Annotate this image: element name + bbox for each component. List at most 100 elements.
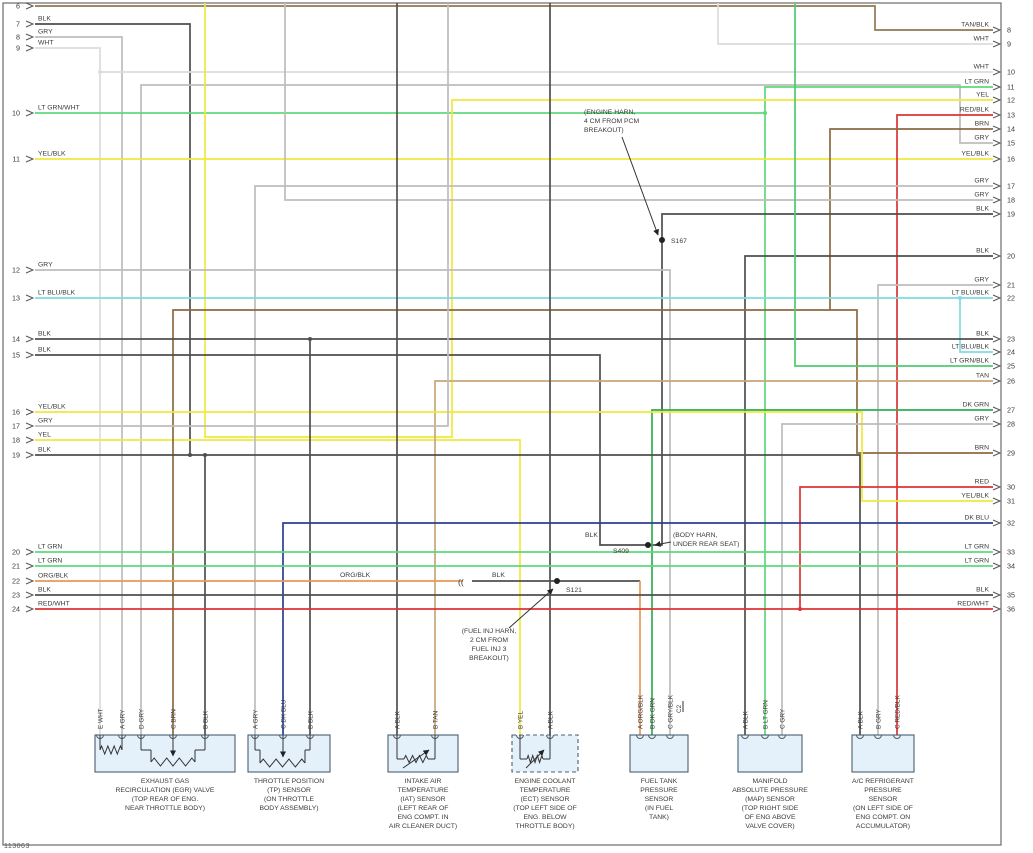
left-pin-number-18: 18: [12, 436, 20, 445]
right-pin-connector-icon: [992, 605, 1002, 613]
left-pin-number-16: 16: [12, 408, 20, 417]
left-pin-connector-icon: [25, 562, 35, 570]
sensor-pin-label: C GRY/BLK: [668, 694, 675, 729]
left-pin-connector-icon: [25, 577, 35, 585]
sensor-box-fuel-tank-pressure-sensor: [629, 734, 689, 773]
sensor-box-ect-sensor: [511, 734, 579, 773]
sensor-pin-label: B GRY: [876, 708, 883, 729]
right-pin-connector-icon: [992, 420, 1002, 428]
splice-S121: [554, 578, 560, 584]
left-pin-number-21: 21: [12, 562, 20, 571]
right-pin-connector-icon: [992, 96, 1002, 104]
wire-12-red: [896, 114, 993, 735]
splice-label-S121: S121: [566, 587, 582, 594]
sensor-caption-iat-sensor-2: (IAT) SENSOR: [400, 796, 445, 803]
resistor-symbol: [99, 744, 123, 756]
wire-6-gry: [140, 84, 993, 735]
right-pin-number-9: 9: [1007, 40, 1011, 49]
left-pin-connector-icon: [25, 436, 35, 444]
sensor-caption-map-sensor-1: ABSOLUTE PRESSURE: [732, 787, 808, 794]
left-pin-number-10: 10: [12, 109, 20, 118]
note-2-line-3: BREAKOUT): [469, 655, 509, 662]
wire-19-gry: [877, 284, 993, 735]
sensor-caption-tp-sensor-1: (TP) SENSOR: [267, 787, 311, 794]
wire-37-dkblu: [282, 522, 993, 735]
right-pin-number-16: 16: [1007, 155, 1015, 164]
sensor-caption-egr-valve-3: NEAR THROTTLE BODY): [125, 805, 205, 812]
sensor-box-tp-sensor: [247, 734, 331, 773]
right-pin-connector-icon: [992, 83, 1002, 91]
wire-color-label-2: BLK: [585, 532, 598, 539]
right-pin-connector-icon: [992, 111, 1002, 119]
sensor-pin-label: C RED/BLK: [895, 695, 902, 729]
sensor-pin-label: B LT GRN: [763, 700, 770, 729]
wire-29-gry: [781, 423, 993, 735]
right-pin-label-28: GRY: [974, 416, 989, 423]
right-pin-connector-icon: [992, 210, 1002, 218]
left-pin-label-12: GRY: [38, 262, 53, 269]
right-pin-number-30: 30: [1007, 483, 1015, 492]
right-pin-number-34: 34: [1007, 562, 1015, 571]
wire-junction: [763, 111, 767, 115]
sensor-pin-label: A BLK: [858, 710, 865, 729]
splice-label-S409: S409: [613, 548, 629, 555]
pin-cup-icon: [874, 734, 882, 739]
right-pin-number-19: 19: [1007, 210, 1015, 219]
left-pin-label-18: YEL: [38, 432, 51, 439]
harness-break-icon: ((: [458, 577, 464, 587]
wire-27-dkgrn: [651, 409, 993, 735]
right-pin-label-23: BLK: [976, 331, 989, 338]
sensor-caption-egr-valve-2: (TOP REAR OF ENG.: [132, 796, 199, 803]
right-pin-label-8: TAN/BLK: [961, 22, 989, 29]
right-pin-label-10: WHT: [974, 64, 989, 71]
wire-15-gry: [284, 3, 993, 201]
sensor-caption-map-sensor-0: MANIFOLD: [752, 778, 787, 785]
sensor-caption-iat-sensor-5: AIR CLEANER DUCT): [389, 823, 457, 830]
sensor-box-ac-refrigerant-pressure-sensor: [851, 734, 915, 773]
sensor-caption-fuel-tank-pressure-sensor-1: PRESSURE: [640, 787, 678, 794]
sensor-caption-tp-sensor-2: (ON THROTTLE: [264, 796, 315, 803]
right-pin-connector-icon: [992, 139, 1002, 147]
pin-cup-icon: [648, 734, 656, 739]
wire-24-blk: [35, 354, 646, 546]
wire-junction: [798, 607, 802, 611]
pin-cup-icon: [761, 734, 769, 739]
right-pin-label-34: LT GRN: [965, 558, 989, 565]
left-pin-number-11: 11: [13, 155, 20, 164]
right-pin-connector-icon: [992, 449, 1002, 457]
sensor-caption-ac-refrigerant-pressure-sensor-0: A/C REFRIGERANT: [852, 778, 914, 785]
left-pin-number-8: 8: [16, 33, 20, 42]
left-pin-number-24: 24: [12, 605, 20, 614]
note-2-line-2: FUEL INJ 3: [472, 646, 507, 653]
left-pin-connector-icon: [25, 294, 35, 302]
pin-cup-icon: [778, 734, 786, 739]
pin-cup-icon: [893, 734, 901, 739]
sensor-caption-fuel-tank-pressure-sensor-2: SENSOR: [645, 796, 674, 803]
right-pin-number-18: 18: [1007, 196, 1015, 205]
right-pin-connector-icon: [992, 335, 1002, 343]
wire-junction: [188, 453, 192, 457]
sensor-pin-label: A GRY: [253, 709, 260, 729]
sensor-caption-fuel-tank-pressure-sensor-0: FUEL TANK: [641, 778, 678, 785]
right-pin-connector-icon: [992, 591, 1002, 599]
right-pin-label-30: RED: [975, 479, 989, 486]
left-pin-label-21: LT GRN: [38, 558, 62, 565]
thermistor-arrow: [525, 749, 545, 769]
right-pin-connector-icon: [992, 362, 1002, 370]
left-pin-number-17: 17: [12, 422, 20, 431]
pin-cup-icon: [636, 734, 644, 739]
left-pin-connector-icon: [25, 20, 35, 28]
right-pin-label-26: TAN: [976, 373, 989, 380]
right-pin-label-11: LT GRN: [965, 79, 989, 86]
right-pin-label-9: WHT: [974, 36, 989, 43]
wire-25-ltgrnblk: [794, 3, 993, 367]
sensor-box-iat-sensor: [387, 734, 459, 773]
sensor-caption-map-sensor-4: OF ENG ABOVE: [745, 814, 796, 821]
wire-13-brn: [829, 128, 993, 310]
sensor-caption-iat-sensor-3: (LEFT REAR OF: [398, 805, 449, 812]
left-pin-connector-icon: [25, 44, 35, 52]
right-pin-number-13: 13: [1007, 111, 1015, 120]
note-arrow-0: [621, 136, 659, 236]
left-pin-connector-icon: [25, 451, 35, 459]
left-pin-connector-icon: [25, 266, 35, 274]
